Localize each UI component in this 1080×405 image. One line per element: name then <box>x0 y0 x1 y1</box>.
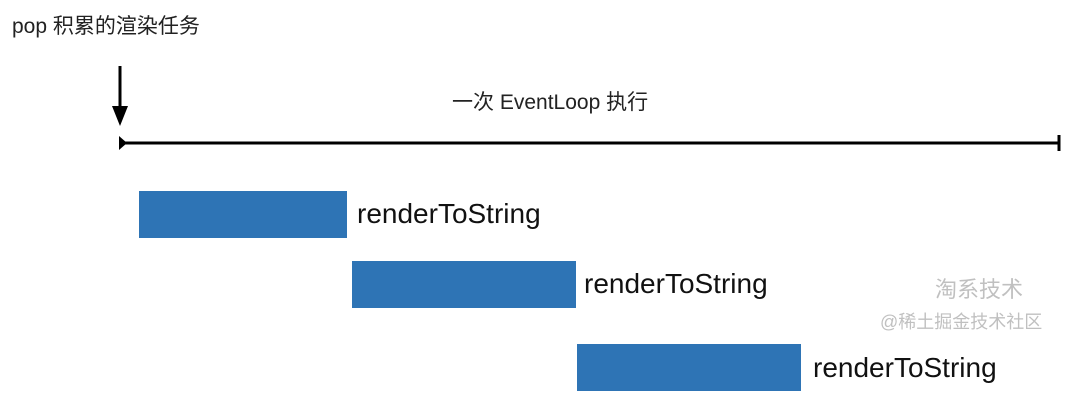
task-label-2: renderToString <box>584 268 768 299</box>
task-bar-3 <box>577 344 801 391</box>
watermark-line2: @稀土掘金技术社区 <box>880 312 1043 332</box>
pointer-arrow-head <box>112 106 128 126</box>
task-bar-2 <box>352 261 576 308</box>
task-label-1: renderToString <box>357 198 541 229</box>
page-title: pop 积累的渲染任务 <box>12 15 200 38</box>
timeline-start-marker <box>119 136 127 150</box>
task-label-3: renderToString <box>813 352 997 383</box>
task-bar-1 <box>139 191 347 238</box>
timeline-label: 一次 EventLoop 执行 <box>452 91 649 114</box>
watermark-line1: 淘系技术 <box>935 277 1024 302</box>
